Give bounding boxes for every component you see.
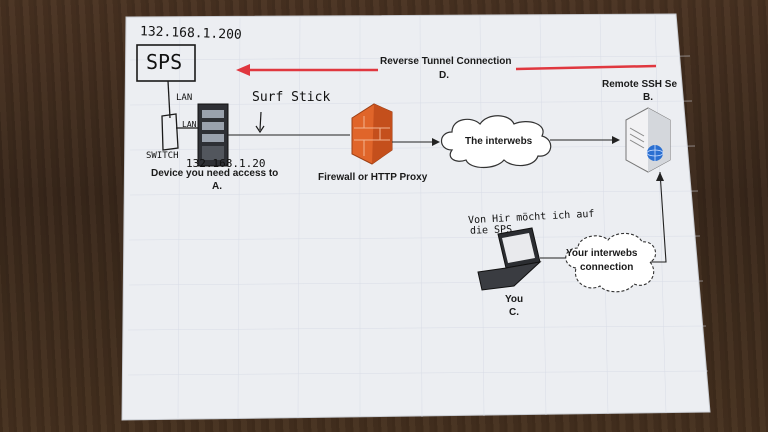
firewall-label: Firewall or HTTP Proxy — [318, 172, 428, 183]
surf-stick-handwriting: Surf Stick — [252, 90, 331, 105]
paper-grid — [127, 13, 709, 419]
you-letter: C. — [509, 307, 519, 318]
lan-top-handwriting: LAN — [176, 93, 193, 103]
device-ip-handwriting: 132.168.1.20 — [186, 157, 266, 170]
your-connection-label-2: connection — [580, 262, 634, 273]
paper-sheet — [122, 14, 710, 420]
device-letter: A. — [212, 181, 222, 192]
sps-box-handwriting: SPS — [146, 50, 183, 74]
device-label: Device you need access to — [151, 168, 279, 179]
remote-ssh-server-icon — [625, 107, 671, 173]
note-handwriting-2: die SPS — [469, 224, 513, 237]
switch-handwriting: SWITCH — [146, 151, 179, 161]
remote-ssh-label: Remote SSH Se — [602, 79, 678, 90]
device-tower-icon — [197, 103, 229, 167]
switch-sketch — [161, 113, 179, 151]
lan-side-handwriting: LAN — [182, 120, 197, 129]
interwebs-cloud — [440, 115, 552, 169]
laptop-icon — [477, 227, 542, 291]
reverse-tunnel-label: Reverse Tunnel Connection — [380, 56, 512, 67]
reverse-tunnel-arrow — [236, 64, 657, 76]
sps-box — [136, 44, 196, 82]
your-connection-cloud — [565, 232, 657, 293]
your-connection-label-1: Your interwebs — [566, 248, 638, 259]
you-label: You — [505, 294, 524, 305]
remote-ssh-letter: B. — [643, 92, 653, 103]
reverse-tunnel-letter: D. — [439, 70, 449, 81]
firewall-icon — [351, 103, 393, 165]
interwebs-label: The interwebs — [465, 136, 533, 147]
